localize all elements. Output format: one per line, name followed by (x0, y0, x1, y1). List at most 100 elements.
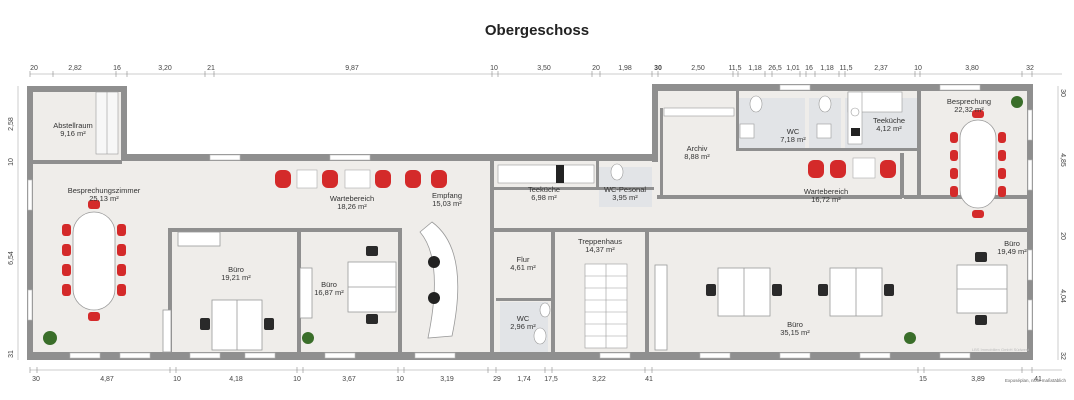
dim-top: 1,98 (618, 65, 632, 72)
dim-right: 30 (1059, 89, 1066, 97)
chair-red (62, 224, 71, 236)
chair-red (88, 312, 100, 321)
room-area-besprechungszimmer: 25,13 m² (89, 194, 119, 203)
waiting-chairs (275, 160, 896, 188)
room-name-buero4: Büro (1004, 239, 1020, 248)
dim-top: 3,20 (158, 65, 172, 72)
room-name-wc-personal: WC-Pesonal (604, 185, 646, 194)
room-name-buero1: Büro (228, 265, 244, 274)
dim-top: 20 (30, 65, 38, 72)
chair-red (117, 224, 126, 236)
room-name-abstellraum: Abstellraum (53, 121, 93, 130)
chair-red (62, 264, 71, 276)
wc-fixtures (533, 95, 860, 345)
dim-top: 9,87 (345, 65, 359, 72)
walls (27, 84, 1033, 360)
room-area-buero1: 19,21 m² (221, 273, 251, 282)
chairs-conference-right (950, 110, 1006, 218)
dim-top: 11,5 (839, 65, 852, 72)
dim-bottom: 29 (493, 376, 501, 383)
dimension-ticks-top (29, 71, 1033, 77)
room-area-flur: 4,61 m² (510, 263, 536, 272)
chair-red (950, 150, 958, 161)
chair-red (998, 150, 1006, 161)
room-name-buero3: Büro (787, 320, 803, 329)
chair-red (62, 284, 71, 296)
room-name-teekueche2: Teeküche (873, 116, 905, 125)
plan-title: Obergeschoss (484, 22, 590, 39)
dim-right: 20 (1059, 232, 1066, 240)
room-area-abstellraum: 9,16 m² (60, 129, 86, 138)
dim-top: 1,01 (786, 65, 800, 72)
room-labels: Abstellraum 9,16 m² Besprechungszimmer 2… (53, 97, 1027, 337)
dimension-labels-bottom: 30 4,87 10 4,18 10 3,67 10 3,19 29 1,74 … (32, 376, 1042, 383)
stairs (584, 263, 628, 349)
chair-red (88, 200, 100, 209)
watermark-text: LBS Immobilien GmbH Südwest (971, 347, 1029, 352)
dim-bottom: 3,67 (342, 376, 356, 383)
dim-bottom: 3,22 (592, 376, 606, 383)
room-area-wc-personal: 3,95 m² (612, 193, 638, 202)
dim-top: 11,5 (728, 65, 741, 72)
room-name-wc2: WC (517, 314, 530, 323)
room-name-besprechungszimmer: Besprechungszimmer (68, 186, 141, 195)
chair-red (998, 168, 1006, 179)
room-name-besprechung: Besprechung (947, 97, 991, 106)
windows (27, 84, 1033, 359)
footnote: Exposéplan, nicht maßstäblich (1004, 378, 1066, 383)
room-name-flur: Flur (517, 255, 530, 264)
room-name-teekueche1: Teeküche (528, 185, 560, 194)
dim-bottom: 17,5 (544, 376, 558, 383)
chair-red (117, 284, 126, 296)
reception-desk (419, 221, 459, 339)
dim-bottom: 30 (32, 376, 40, 383)
dim-top: 10 (914, 65, 922, 72)
dim-bottom: 10 (173, 376, 181, 383)
dim-top: 16 (113, 65, 121, 72)
dim-top: 1,18 (820, 65, 834, 72)
storage-shelves (95, 91, 119, 155)
dim-top: 30 (654, 65, 662, 72)
dim-top: 1,18 (748, 65, 762, 72)
dim-left: 10 (8, 158, 15, 166)
chairs-conference-left (62, 200, 126, 321)
dim-top: 10 (490, 65, 498, 72)
room-area-besprechung: 22,32 m² (954, 105, 984, 114)
dim-top: 2,82 (68, 65, 82, 72)
room-name-wartebereich1: Wartebereich (330, 194, 374, 203)
dim-left: 2,58 (8, 117, 15, 131)
dimension-labels-right: 30 4,85 20 4,04 32 (1059, 89, 1066, 360)
chair-red (950, 168, 958, 179)
chair-red (117, 244, 126, 256)
office-desks (162, 231, 1008, 353)
room-name-empfang: Empfang (432, 191, 462, 200)
dim-top: 26,5 (768, 65, 782, 72)
dim-bottom: 10 (293, 376, 301, 383)
dim-bottom: 1,74 (517, 376, 531, 383)
dim-right: 4,04 (1059, 289, 1066, 303)
chair-red (998, 132, 1006, 143)
room-area-buero4: 19,49 m² (997, 247, 1027, 256)
dim-bottom: 3,19 (440, 376, 454, 383)
room-name-archiv: Archiv (687, 144, 708, 153)
room-area-wartebereich2: 16,72 m² (811, 195, 841, 204)
dim-top: 32 (1026, 65, 1034, 72)
chair-red (972, 110, 984, 118)
room-area-empfang: 15,03 m² (432, 199, 462, 208)
conference-table-left (72, 211, 116, 311)
appliances (556, 128, 860, 183)
dim-top: 16 (805, 65, 813, 72)
dim-left: 31 (8, 350, 15, 358)
room-area-buero2: 16,87 m² (314, 288, 344, 297)
room-area-teekueche1: 6,98 m² (531, 193, 557, 202)
dim-top: 2,37 (874, 65, 888, 72)
chair-red (950, 132, 958, 143)
plant-icons (43, 96, 1023, 345)
room-area-teekueche2: 4,12 m² (876, 124, 902, 133)
side-tables (296, 157, 876, 189)
dim-top: 2,50 (691, 65, 705, 72)
room-area-treppenhaus: 14,37 m² (585, 245, 615, 254)
dim-top: 21 (207, 65, 215, 72)
dimension-lines (17, 73, 1062, 371)
